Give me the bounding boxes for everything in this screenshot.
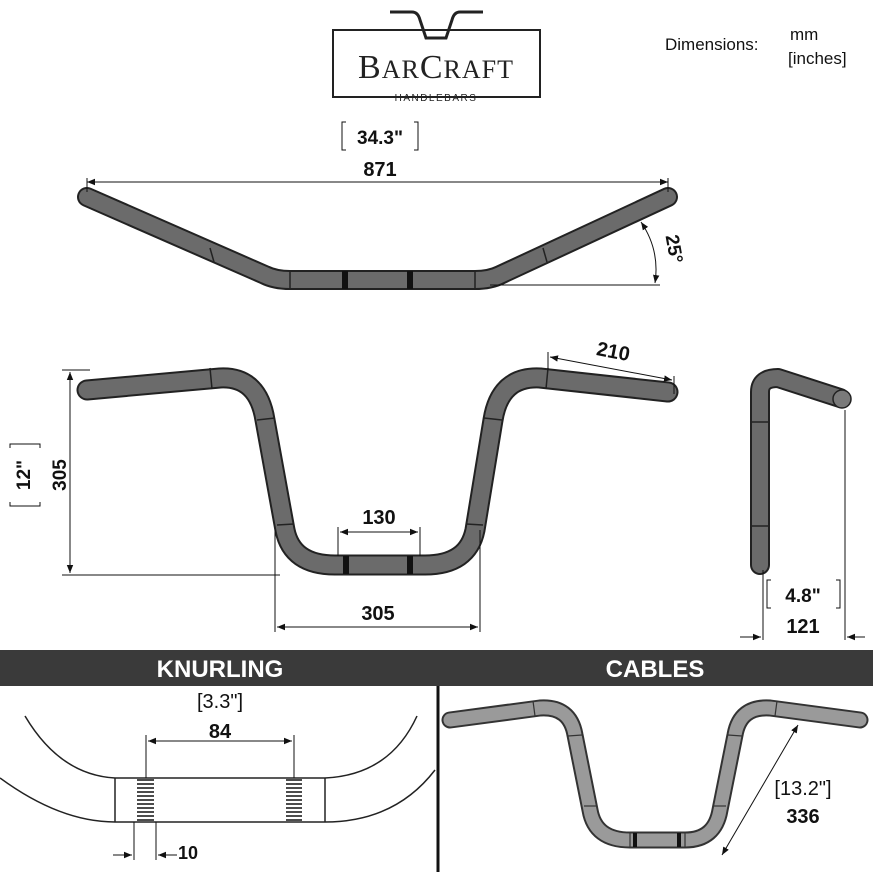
side-pullback-mm: 121: [786, 616, 819, 638]
front-center-mm: 130: [362, 507, 395, 529]
top-angle: 25°: [661, 233, 687, 265]
top-width-inches: 34.3": [357, 128, 403, 149]
logo-frame: [332, 29, 541, 98]
side-view-bar: [750, 368, 850, 575]
units-legend: Dimensions: mm [inches]: [665, 25, 847, 68]
logo-brand-text: BARCRAFT: [358, 49, 514, 86]
knurling-detail: [3.3"] 84 10: [0, 691, 436, 863]
side-view: 4.8" 121: [740, 368, 865, 641]
knurling-width-mm: 10: [178, 843, 198, 863]
knurling-spacing-mm: 84: [209, 721, 232, 743]
barcraft-logo: BARCRAFT HANDLEBARS: [332, 10, 541, 104]
logo-subtitle: HANDLEBARS: [395, 93, 478, 104]
legend-unit-imperial: [inches]: [788, 49, 847, 68]
top-width-mm: 871: [363, 159, 396, 181]
front-rise-mm: 305: [50, 459, 71, 491]
front-view-bar: [76, 367, 679, 576]
knurl-band-right: [286, 779, 302, 821]
cables-length-mm: 336: [786, 806, 819, 828]
front-base-mm: 305: [361, 603, 394, 625]
logo-handlebar-icon: [390, 10, 483, 40]
cables-detail: [13.2"] 336: [441, 699, 869, 856]
front-rise-inches: 12": [14, 460, 35, 490]
cables-section-title: CABLES: [606, 656, 705, 683]
knurling-section-title: KNURLING: [157, 656, 284, 683]
section-title-band: [0, 650, 873, 686]
legend-label: Dimensions:: [665, 35, 759, 54]
side-pullback-inches: 4.8": [785, 586, 820, 607]
cables-length-inches: [13.2"]: [774, 778, 831, 800]
front-view: 305 12" 210 130 305: [9, 338, 679, 632]
top-view: 34.3" 871 25°: [77, 121, 687, 290]
knurl-band-left: [137, 779, 154, 821]
knurling-spacing-inches: [3.3"]: [197, 691, 243, 713]
legend-unit-metric: mm: [790, 25, 818, 44]
front-grip-mm: 210: [595, 338, 632, 366]
